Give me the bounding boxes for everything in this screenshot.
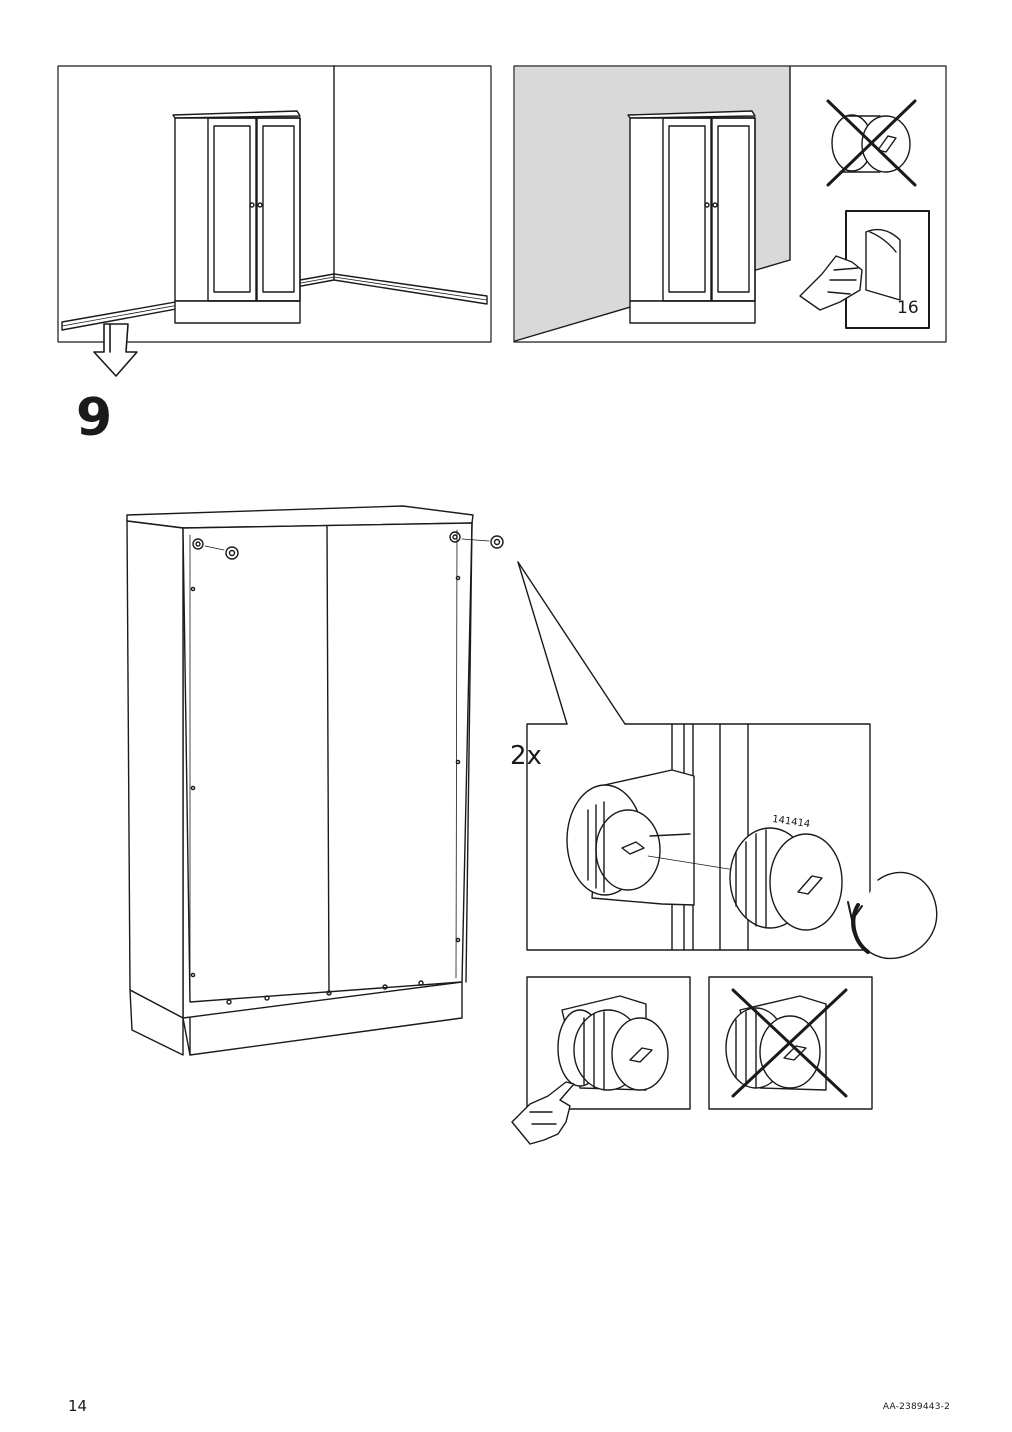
step-number: 9: [76, 388, 113, 448]
cabinet-small: [627, 110, 756, 324]
cabinet-back-view: [126, 505, 504, 1056]
rotate-arrow-icon: [847, 871, 938, 960]
panel-wall-corner: [57, 65, 492, 343]
hand-pointer-icon: [511, 1081, 575, 1145]
down-arrow-icon: [93, 323, 138, 377]
cabinet-small: [172, 110, 301, 324]
detail-panel-fitting: [526, 723, 938, 960]
detail-correct: [511, 976, 691, 1145]
reference-page-number: 16: [897, 298, 919, 318]
page-number: 14: [68, 1397, 88, 1415]
document-code: AA-2389443-2: [882, 1402, 950, 1412]
cross-mark-icon: [826, 99, 917, 187]
panel-shaded-wall: [513, 65, 947, 343]
detail-incorrect: [708, 976, 873, 1110]
quantity-label: 2x: [510, 741, 542, 771]
page-reference-icon: [799, 210, 930, 329]
